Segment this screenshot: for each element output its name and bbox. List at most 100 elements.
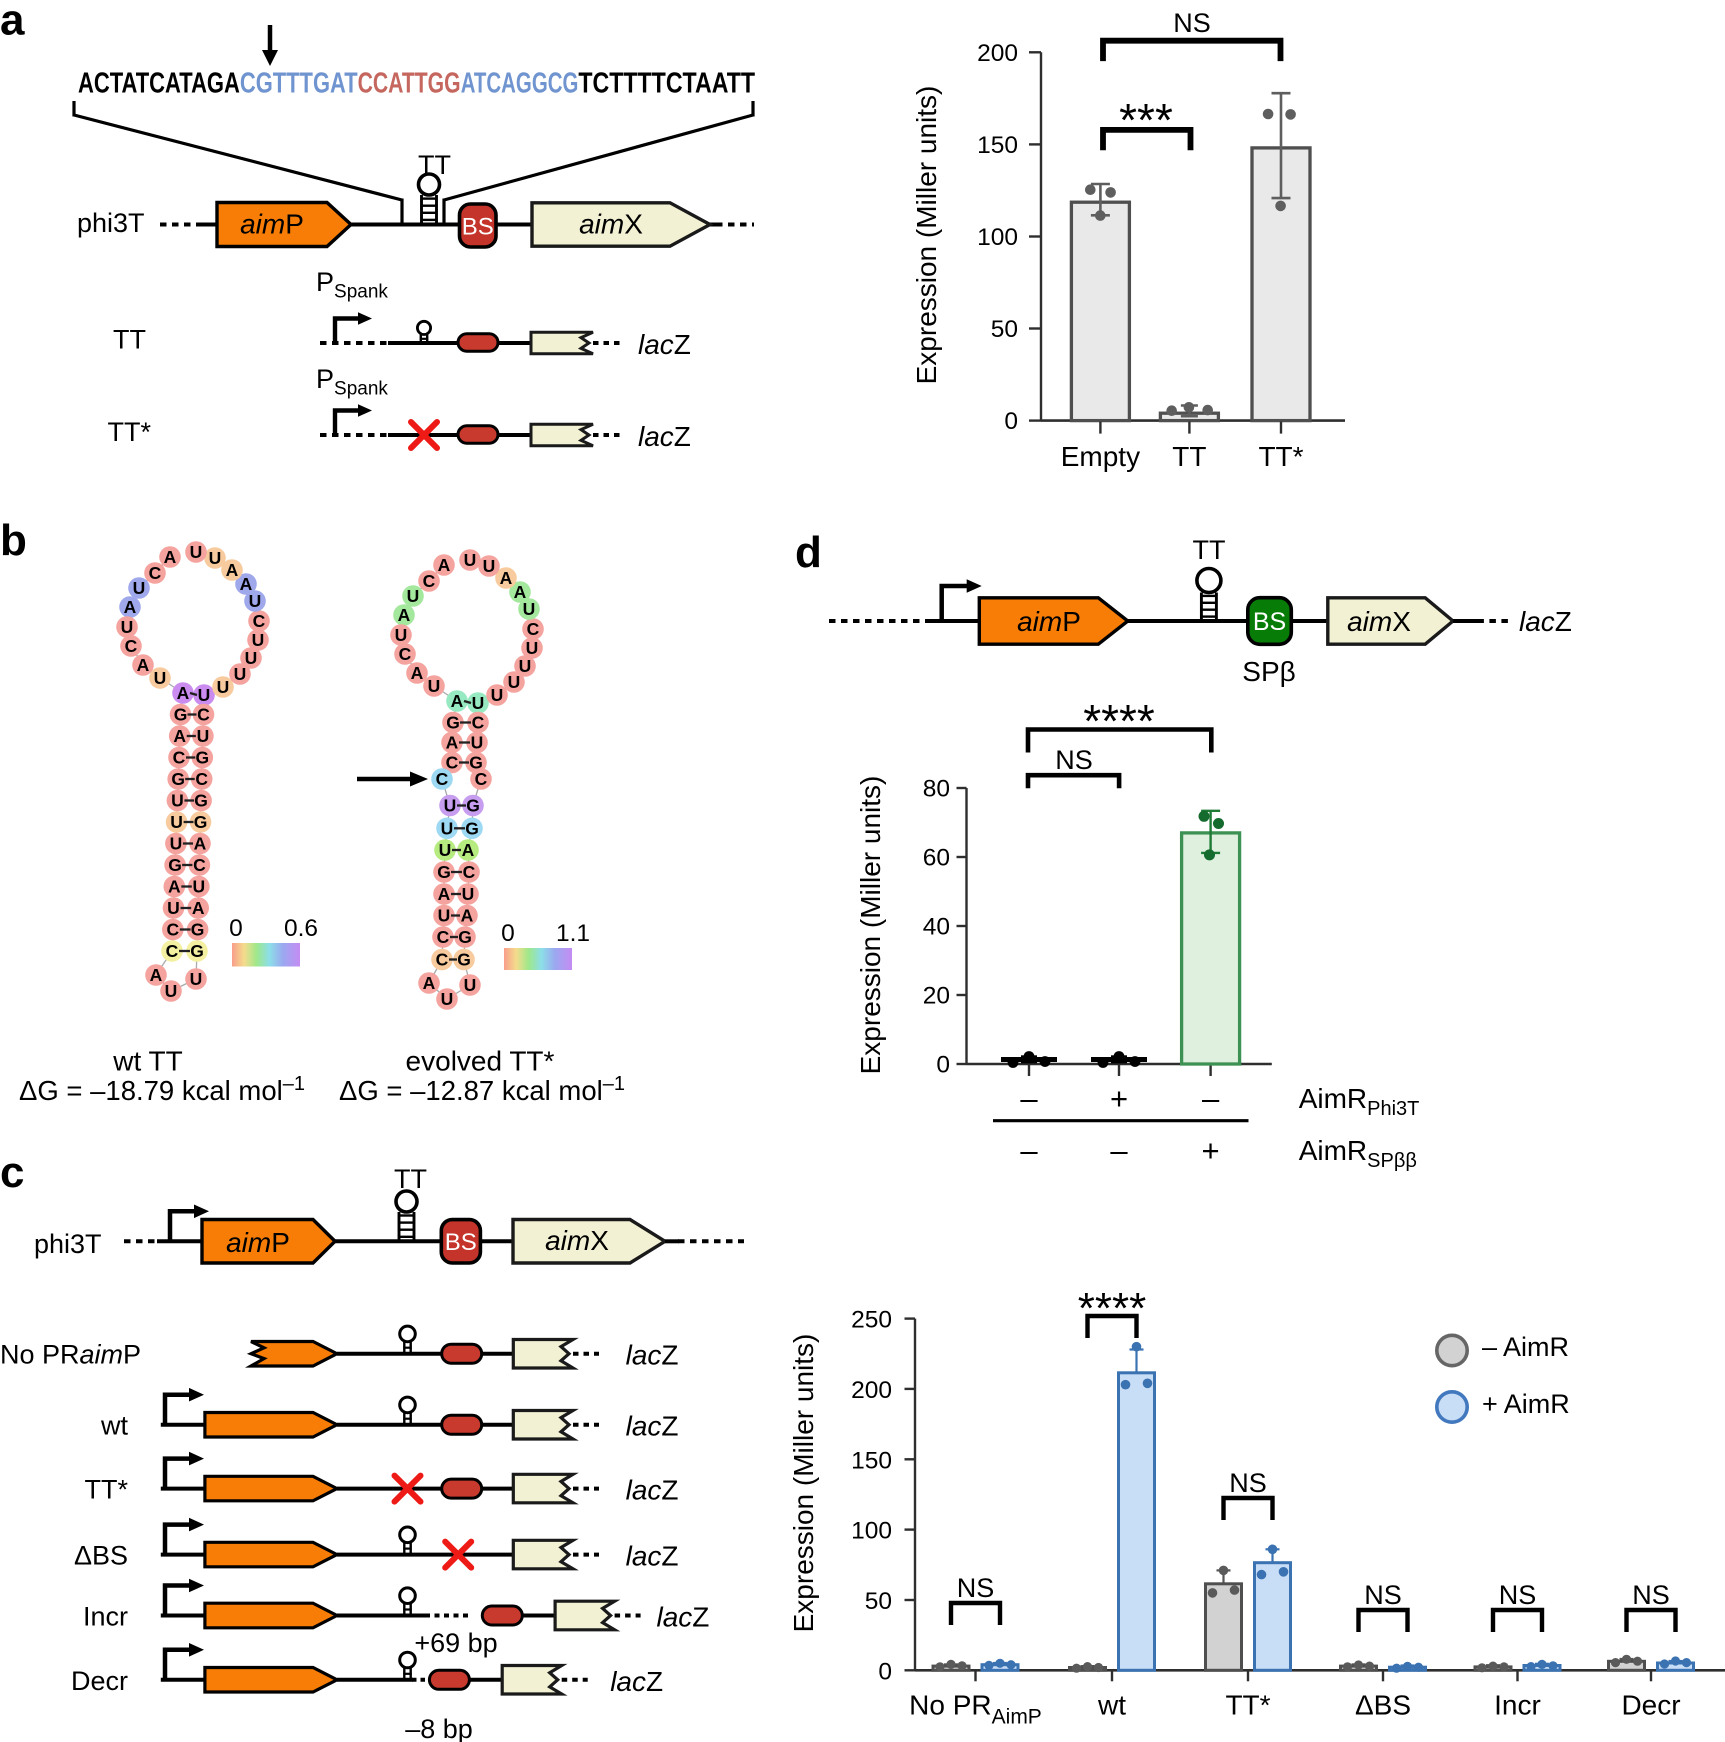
svg-text:U: U <box>234 664 247 684</box>
svg-text:0: 0 <box>878 1658 892 1685</box>
svg-text:TT*: TT* <box>85 1475 129 1505</box>
svg-text:NS: NS <box>1364 1580 1402 1610</box>
svg-text:A: A <box>438 555 451 575</box>
svg-text:A: A <box>451 691 464 711</box>
svg-text:G: G <box>194 791 208 811</box>
svg-text:U: U <box>464 975 477 995</box>
svg-text:TT: TT <box>1193 535 1226 565</box>
svg-text:wt: wt <box>1097 1690 1126 1721</box>
svg-text:U: U <box>133 578 146 598</box>
svg-text:U: U <box>483 556 496 576</box>
svg-text:U: U <box>491 685 504 705</box>
svg-text:Decr: Decr <box>71 1666 128 1696</box>
svg-text:lacZ: lacZ <box>626 1541 679 1572</box>
svg-text:C: C <box>193 855 206 875</box>
svg-text:+69 bp: +69 bp <box>414 1628 497 1658</box>
svg-text:G: G <box>458 927 472 947</box>
svg-text:C: C <box>173 748 186 768</box>
svg-text:150: 150 <box>977 132 1018 159</box>
svg-text:20: 20 <box>923 983 950 1010</box>
svg-text:NS: NS <box>1632 1580 1670 1610</box>
svg-text:TT*: TT* <box>1258 441 1303 472</box>
svg-text:+: + <box>1202 1133 1220 1168</box>
svg-text:U: U <box>190 969 203 989</box>
svg-text:C: C <box>399 644 412 664</box>
svg-text:ACTATCATAGA: ACTATCATAGA <box>78 68 240 100</box>
svg-text:G: G <box>171 769 185 789</box>
svg-text:C: C <box>125 636 138 656</box>
svg-text:A: A <box>168 877 181 897</box>
svg-text:A: A <box>124 597 137 617</box>
svg-text:U: U <box>165 981 178 1001</box>
svg-text:U: U <box>167 898 180 918</box>
svg-text:100: 100 <box>977 224 1018 251</box>
svg-text:A: A <box>137 655 150 675</box>
svg-text:phi3T: phi3T <box>34 1229 102 1259</box>
svg-text:150: 150 <box>851 1447 892 1474</box>
svg-text:U: U <box>170 834 183 854</box>
svg-text:U: U <box>121 617 134 637</box>
svg-text:U: U <box>154 668 167 688</box>
svg-text:ΔBS: ΔBS <box>74 1541 128 1571</box>
svg-text:U: U <box>197 726 210 746</box>
svg-text:SPβ: SPβ <box>1242 656 1295 687</box>
svg-text:Expression (Miller units): Expression (Miller units) <box>855 776 886 1075</box>
svg-text:A: A <box>177 683 190 703</box>
svg-text:Incr: Incr <box>83 1602 128 1632</box>
svg-text:–: – <box>1110 1133 1128 1168</box>
svg-text:A: A <box>411 663 424 683</box>
svg-text:C: C <box>463 862 476 882</box>
svg-text:BS: BS <box>462 214 494 241</box>
svg-text:aimX: aimX <box>545 1225 609 1256</box>
svg-text:C: C <box>166 941 179 961</box>
svg-text:C: C <box>149 563 162 583</box>
svg-text:G: G <box>195 748 209 768</box>
svg-text:–8 bp: –8 bp <box>405 1714 473 1742</box>
svg-text:A: A <box>500 568 513 588</box>
svg-text:lacZ: lacZ <box>626 1475 679 1506</box>
svg-text:A: A <box>446 733 459 753</box>
svg-text:C: C <box>197 705 210 725</box>
svg-text:TCTTTTCTAATT: TCTTTTCTAATT <box>578 68 755 100</box>
svg-text:No PRaimP: No PRaimP <box>0 1340 141 1370</box>
svg-text:A: A <box>462 840 475 860</box>
svg-text:A: A <box>438 884 451 904</box>
svg-text:NS: NS <box>1499 1580 1537 1610</box>
svg-text:U: U <box>190 542 203 562</box>
svg-text:U: U <box>523 599 536 619</box>
svg-text:evolved TT*: evolved TT* <box>406 1046 555 1077</box>
svg-text:aimP: aimP <box>240 209 304 240</box>
svg-text:U: U <box>439 840 452 860</box>
svg-text:NS: NS <box>957 1573 995 1603</box>
svg-text:U: U <box>192 877 205 897</box>
svg-text:A: A <box>150 965 163 985</box>
svg-text:U: U <box>464 550 477 570</box>
svg-text:0.6: 0.6 <box>284 915 318 942</box>
svg-text:U: U <box>441 819 454 839</box>
svg-text:U: U <box>519 656 532 676</box>
svg-text:CCATTGG: CCATTGG <box>358 68 461 100</box>
svg-text:U: U <box>471 733 484 753</box>
svg-text:C: C <box>436 769 449 789</box>
svg-text:wt TT: wt TT <box>112 1046 182 1077</box>
svg-text:C: C <box>446 753 459 773</box>
svg-text:TT*: TT* <box>108 417 152 447</box>
svg-text:0: 0 <box>229 915 243 942</box>
svg-text:U: U <box>209 548 222 568</box>
svg-text:BS: BS <box>445 1229 477 1256</box>
svg-text:U: U <box>171 791 184 811</box>
svg-text:C: C <box>475 769 488 789</box>
svg-text:ATCAGGCG: ATCAGGCG <box>461 68 579 100</box>
svg-text:A: A <box>173 726 186 746</box>
svg-text:C: C <box>166 920 179 940</box>
svg-text:250: 250 <box>851 1307 892 1334</box>
svg-text:U: U <box>395 625 408 645</box>
svg-text:****: **** <box>1083 695 1155 747</box>
svg-text:100: 100 <box>851 1518 892 1545</box>
svg-text:–: – <box>1020 1081 1038 1116</box>
svg-text:TT: TT <box>1172 441 1206 472</box>
svg-text:U: U <box>198 685 211 705</box>
svg-text:ΔG = –18.79 kcal mol–1: ΔG = –18.79 kcal mol–1 <box>19 1073 305 1106</box>
svg-text:a: a <box>0 0 25 45</box>
svg-text:– AimR: – AimR <box>1482 1332 1569 1362</box>
